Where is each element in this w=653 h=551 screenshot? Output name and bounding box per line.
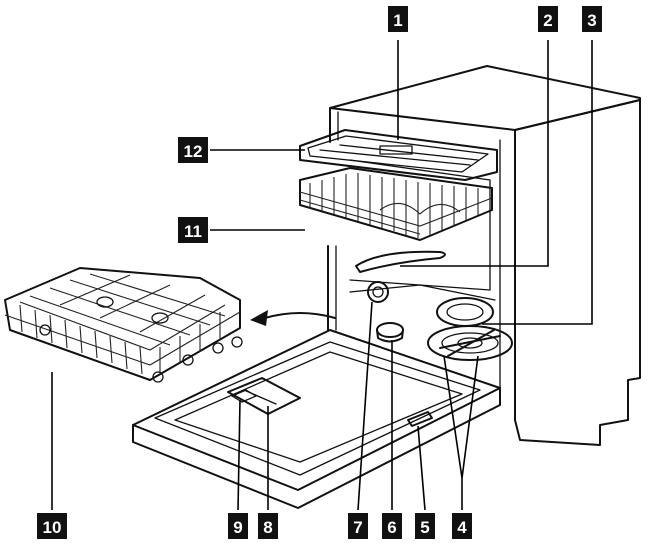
callout-tag-8: 8 [258,513,278,539]
dishwasher-door [132,329,501,509]
svg-text:10: 10 [43,518,62,537]
callout-leaders [51,40,593,511]
callout-tag-7: 7 [348,513,368,539]
callout-tag-10: 10 [37,513,67,539]
svg-text:2: 2 [543,11,552,30]
callout-tag-12: 12 [178,137,208,163]
svg-text:12: 12 [184,142,203,161]
callout-tag-9: 9 [228,513,248,539]
lower-basket [4,267,243,383]
svg-text:6: 6 [387,518,396,537]
callout-tag-3: 3 [582,6,602,32]
upper-spray-arm [355,250,446,273]
dishwasher-cabinet [327,65,641,446]
water-hardness-dial [367,281,389,303]
svg-text:8: 8 [263,518,272,537]
svg-text:3: 3 [587,11,596,30]
svg-text:5: 5 [420,518,429,537]
salt-container-cap [376,322,404,343]
callout-tag-11: 11 [178,217,208,243]
svg-text:4: 4 [457,518,467,537]
upper-basket [299,167,493,241]
remove-basket-arrow [250,310,336,326]
svg-text:1: 1 [393,11,402,30]
callout-tag-2: 2 [538,6,558,32]
filter-and-spray-arm [427,297,513,361]
detergent-dispenser [227,377,301,415]
callout-tag-6: 6 [382,513,402,539]
rating-plate [407,411,433,427]
callout-tag-1: 1 [388,6,408,32]
callout-tag-4: 4 [452,513,472,539]
svg-text:11: 11 [184,222,202,241]
callout-tag-5: 5 [415,513,435,539]
svg-text:9: 9 [233,518,242,537]
svg-text:7: 7 [353,518,362,537]
cutlery-drawer [299,129,498,181]
rinse-aid-dispenser [231,389,257,403]
